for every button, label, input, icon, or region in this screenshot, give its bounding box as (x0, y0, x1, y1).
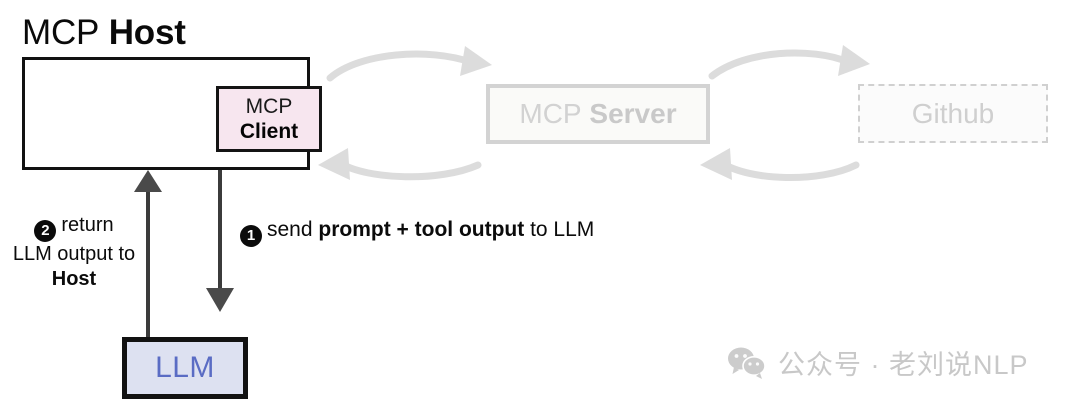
connector-server-to-client-bottom (318, 148, 482, 181)
connector-client-to-server-top (326, 46, 492, 82)
mcp-server-label-emphasis: Server (589, 98, 677, 129)
page-title: MCP Host (22, 13, 186, 53)
page-title-prefix: MCP (22, 13, 100, 52)
step-2-text-line-1: return (61, 214, 114, 236)
step-1-text-part-3: to LLM (524, 218, 595, 241)
mcp-server-label-prefix: MCP (519, 98, 582, 129)
github-box[interactable]: Github (858, 84, 1048, 143)
step-1-badge: 1 (240, 225, 262, 247)
connector-host-to-llm (206, 170, 234, 312)
step-2-text-line-3: Host (51, 268, 97, 290)
step-2-badge: 2 (34, 220, 57, 242)
connector-server-to-github-top (708, 45, 870, 80)
mcp-server-box[interactable]: MCP Server (486, 84, 710, 144)
github-label: Github (911, 97, 995, 129)
step-1-text-part-1: send (267, 218, 319, 241)
page-title-emphasis: Host (108, 13, 186, 52)
wechat-icon (728, 347, 766, 379)
llm-label: LLM (155, 351, 215, 384)
mcp-client-label-line2: Client (239, 120, 299, 143)
llm-box[interactable]: LLM (122, 337, 248, 399)
watermark: 公众号 · 老刘说NLP (727, 343, 1029, 382)
mcp-client-box[interactable]: MCP Client (216, 86, 322, 152)
step-2-text-line-2: LLM output to (12, 243, 136, 265)
connector-github-to-server-bottom (700, 148, 860, 181)
mcp-client-label-line1: MCP (245, 95, 293, 118)
watermark-text: 公众号 · 老刘说NLP (778, 350, 1029, 380)
step-1-text-part-2: prompt + tool output (318, 218, 525, 241)
